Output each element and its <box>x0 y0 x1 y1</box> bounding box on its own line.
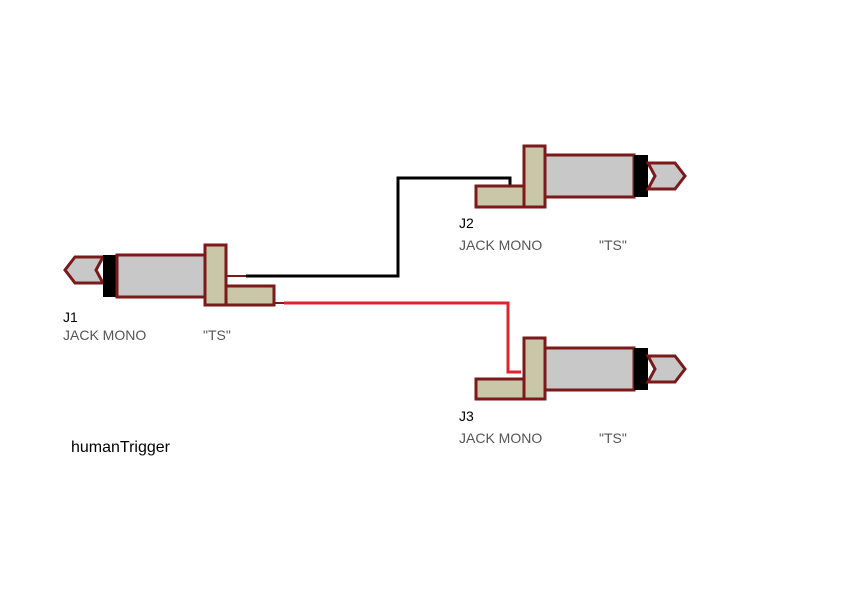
j2-lug <box>474 184 526 209</box>
j3-sleeve <box>543 346 636 392</box>
j3-type-label: "TS" <box>599 430 627 446</box>
j3-ref-label: J3 <box>459 408 474 424</box>
j3-tip-icon <box>645 354 687 384</box>
j2-tip-icon <box>645 161 687 191</box>
jack-j3[interactable] <box>474 336 687 401</box>
j3-value-label: JACK MONO <box>459 430 542 446</box>
tip-wire <box>246 176 512 278</box>
j2-body <box>522 144 547 209</box>
j1-ring <box>103 255 117 297</box>
j2-ring <box>634 155 648 197</box>
j1-sleeve <box>115 253 207 299</box>
j1-ref-label: J1 <box>63 309 78 325</box>
j2-type-label: "TS" <box>599 237 627 253</box>
j1-tip-icon <box>63 255 106 285</box>
j2-value-label: JACK MONO <box>459 237 542 253</box>
jack-j2[interactable] <box>474 144 687 209</box>
j3-lug <box>474 377 526 401</box>
j1-type-label: "TS" <box>203 327 231 343</box>
author-credit: humanTrigger <box>71 439 171 456</box>
j2-ref-label: J2 <box>459 215 474 231</box>
j2-sleeve <box>543 153 636 199</box>
j3-ring <box>634 348 648 390</box>
jack-j1[interactable] <box>63 243 284 307</box>
j1-value-label: JACK MONO <box>63 327 146 343</box>
j3-body <box>522 336 547 401</box>
j1-lug <box>224 284 276 307</box>
sleeve-wire <box>284 301 521 374</box>
j1-body <box>203 243 228 307</box>
